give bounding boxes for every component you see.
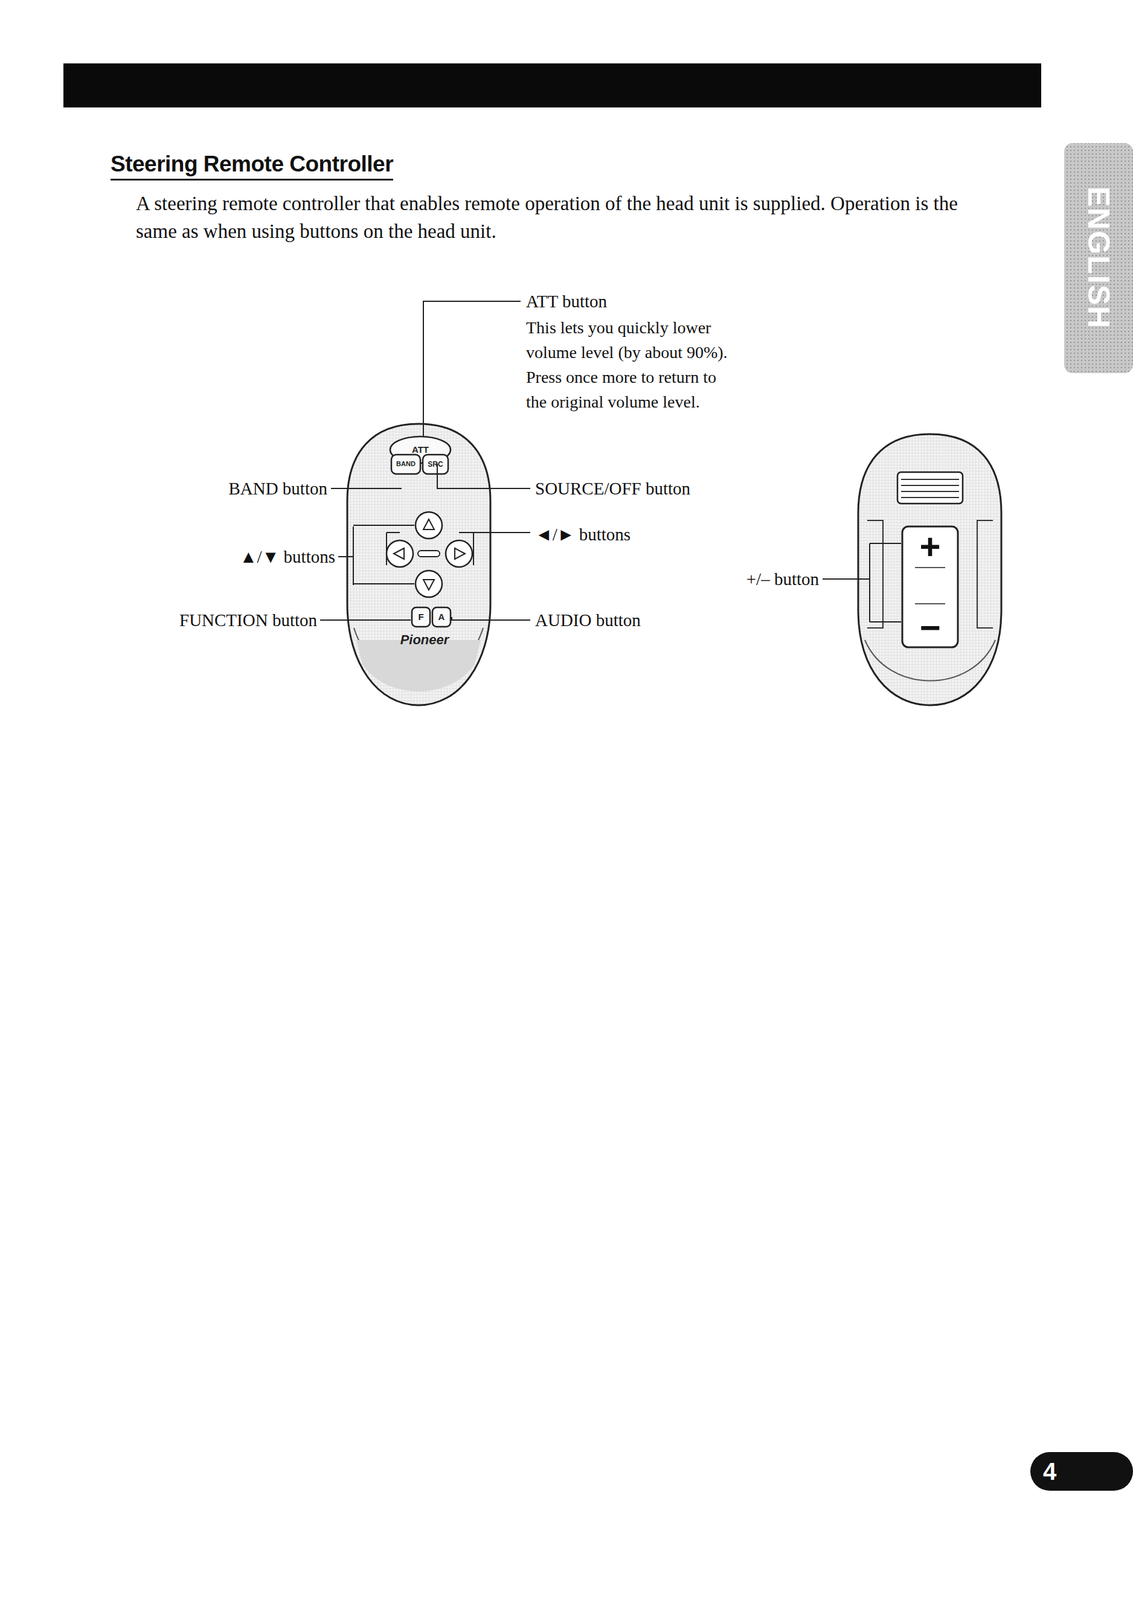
button-text: F xyxy=(417,611,424,623)
button-text: A xyxy=(438,611,446,623)
callout-label: SOURCE/OFF button xyxy=(535,478,691,500)
callout-note: This lets you quickly lower volume level… xyxy=(526,315,738,415)
leader-lines xyxy=(320,301,902,623)
button-symbol: + xyxy=(919,529,941,566)
callout-label: ▲/▼ buttons xyxy=(239,546,336,568)
intro-text: A steering remote controller that enable… xyxy=(135,189,976,246)
header-bar xyxy=(63,63,1042,108)
button-symbol: − xyxy=(919,609,941,647)
language-tab-text: ENGLISH xyxy=(1080,186,1117,330)
page-number: 4 xyxy=(1043,1457,1057,1487)
language-tab xyxy=(1064,143,1133,374)
button-text: BAND xyxy=(396,460,416,469)
callout-label: FUNCTION button xyxy=(179,609,318,632)
callout-label: ATT button xyxy=(526,291,607,313)
page-title: Steering Remote Controller xyxy=(110,150,394,181)
callout-label: ◄/► buttons xyxy=(535,524,631,546)
remote-front xyxy=(347,423,491,706)
button-text: SRC xyxy=(427,460,443,469)
callout-label: +/– button xyxy=(746,568,819,591)
callout-label: BAND button xyxy=(228,478,328,500)
remote-back xyxy=(858,434,1002,706)
button-text: ATT xyxy=(411,444,429,456)
page-badge xyxy=(1030,1452,1133,1492)
callout-label: AUDIO button xyxy=(535,609,641,632)
brand-logo: Pioneer xyxy=(400,632,450,649)
